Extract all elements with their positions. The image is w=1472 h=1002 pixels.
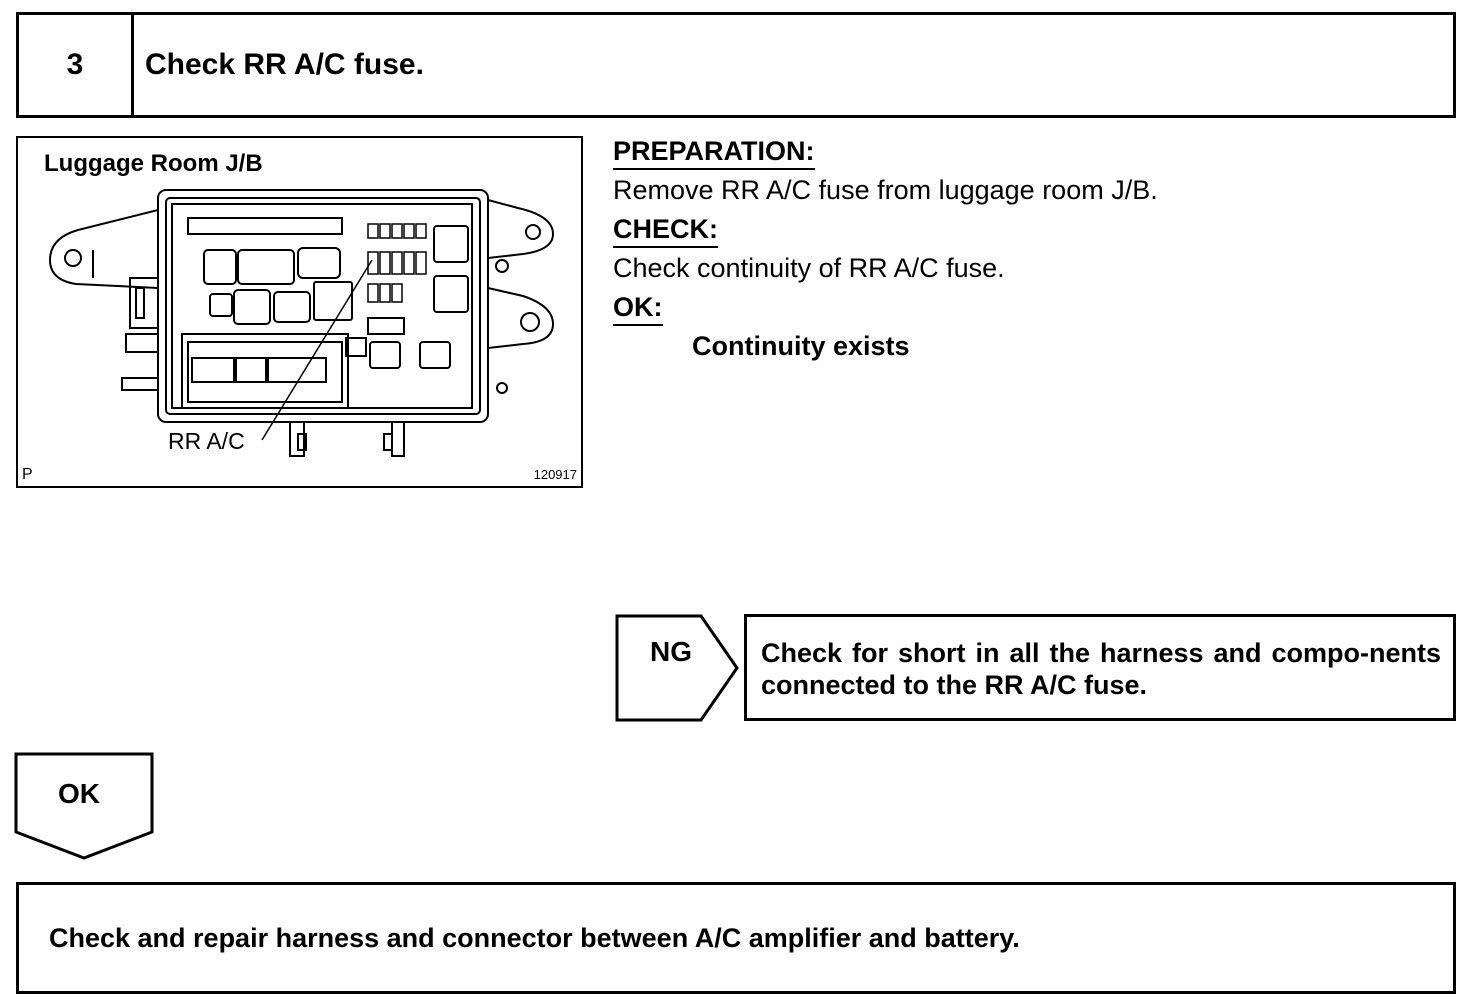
ng-arrow-shape <box>615 614 739 722</box>
ok-heading: OK: <box>613 290 663 326</box>
junction-block-figure: Luggage Room J/B RR A/C 120917 P <box>16 136 583 488</box>
check-text: Check continuity of RR A/C fuse. <box>613 253 1005 283</box>
ng-action-box: Check for short in all the harness and c… <box>744 614 1456 721</box>
ok-result-text: Continuity exists <box>692 331 910 361</box>
step-number: 3 <box>19 15 134 115</box>
ok-action-box: Check and repair harness and connector b… <box>16 882 1456 994</box>
step-title: Check RR A/C fuse. <box>145 48 424 81</box>
junction-block-diagram <box>48 189 555 457</box>
preparation-text: Remove RR A/C fuse from luggage room J/B… <box>613 175 1158 205</box>
instructions: PREPARATION: Remove RR A/C fuse from lug… <box>613 132 1453 366</box>
ok-arrow-shape <box>14 752 154 860</box>
ok-label: OK <box>58 778 100 809</box>
figure-corner-letter: P <box>22 466 33 483</box>
fuse-callout-label: RR A/C <box>168 428 245 454</box>
preparation-heading: PREPARATION: <box>613 134 815 170</box>
step-header: 3 Check RR A/C fuse. <box>16 12 1456 118</box>
figure-code: 120917 <box>533 467 577 482</box>
check-heading: CHECK: <box>613 212 718 248</box>
figure-title: Luggage Room J/B <box>44 150 263 177</box>
ng-label: NG <box>650 636 692 667</box>
